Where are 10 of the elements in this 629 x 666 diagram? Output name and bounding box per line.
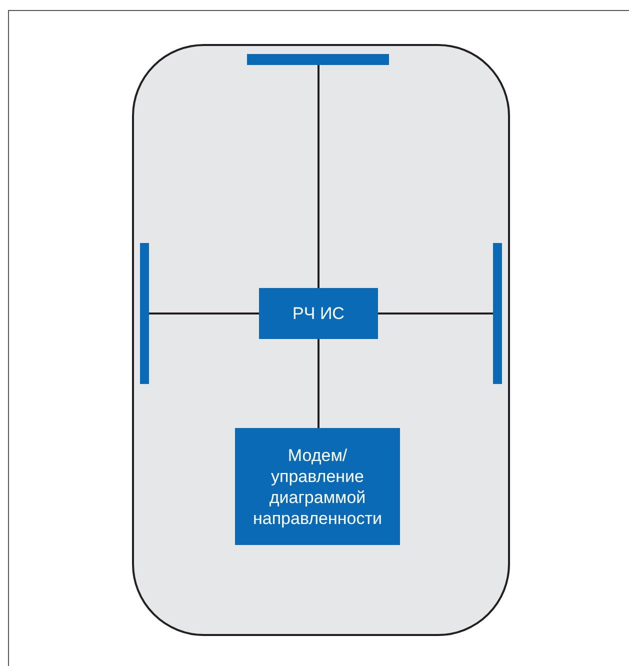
process-box: Модем/ управление диаграммой направленности (235, 428, 400, 545)
antenna-bar (493, 243, 502, 384)
process-box: РЧ ИС (259, 288, 378, 339)
connector-line (149, 312, 259, 314)
connector-line (318, 339, 320, 428)
device-body (132, 44, 510, 636)
antenna-bar (247, 54, 389, 65)
connector-line (378, 312, 493, 314)
connector-line (318, 65, 320, 288)
antenna-bar (140, 243, 149, 384)
